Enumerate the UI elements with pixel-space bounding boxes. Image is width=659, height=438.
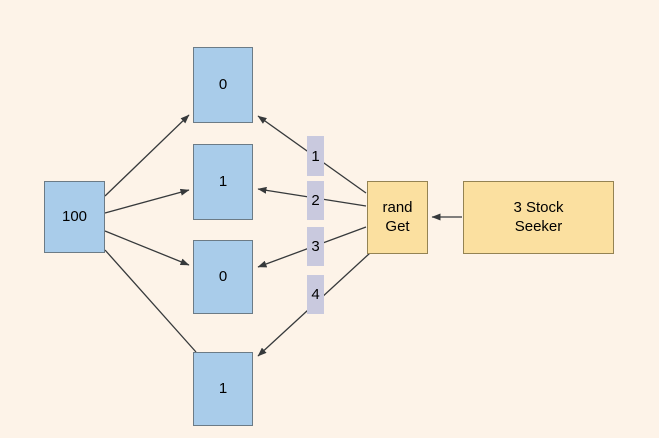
node-source-label: 100 [61, 207, 88, 225]
node-slot-2-label: 1 [218, 172, 228, 190]
edge-source-slot2 [104, 188, 190, 214]
node-randget[interactable]: rand Get [367, 181, 428, 254]
edge-label-3: 3 [307, 227, 324, 266]
edge-label-1-text: 1 [311, 147, 320, 165]
node-stock-seeker-label: 3 Stock Seeker [513, 199, 564, 235]
edge-label-3-text: 3 [311, 238, 320, 255]
node-slot-3-label: 0 [218, 267, 228, 285]
edge-label-4-text: 4 [311, 286, 320, 303]
node-slot-1[interactable]: 0 [193, 47, 253, 123]
edge-label-1: 1 [307, 136, 324, 176]
node-randget-label: rand Get [382, 199, 413, 235]
edge-label-2-text: 2 [311, 192, 320, 209]
node-slot-4-label: 1 [218, 379, 228, 397]
edge-label-4: 4 [307, 275, 324, 314]
node-slot-3[interactable]: 0 [193, 240, 253, 314]
node-stock-seeker[interactable]: 3 Stock Seeker [463, 181, 614, 254]
edge-source-slot3 [104, 230, 190, 266]
node-slot-1-label: 0 [218, 75, 228, 93]
node-source[interactable]: 100 [44, 181, 105, 253]
node-slot-4[interactable]: 1 [193, 352, 253, 426]
edge-source-slot1 [104, 114, 190, 197]
edge-source-slot4 [104, 249, 197, 353]
edge-label-2: 2 [307, 181, 324, 220]
node-slot-2[interactable]: 1 [193, 144, 253, 220]
